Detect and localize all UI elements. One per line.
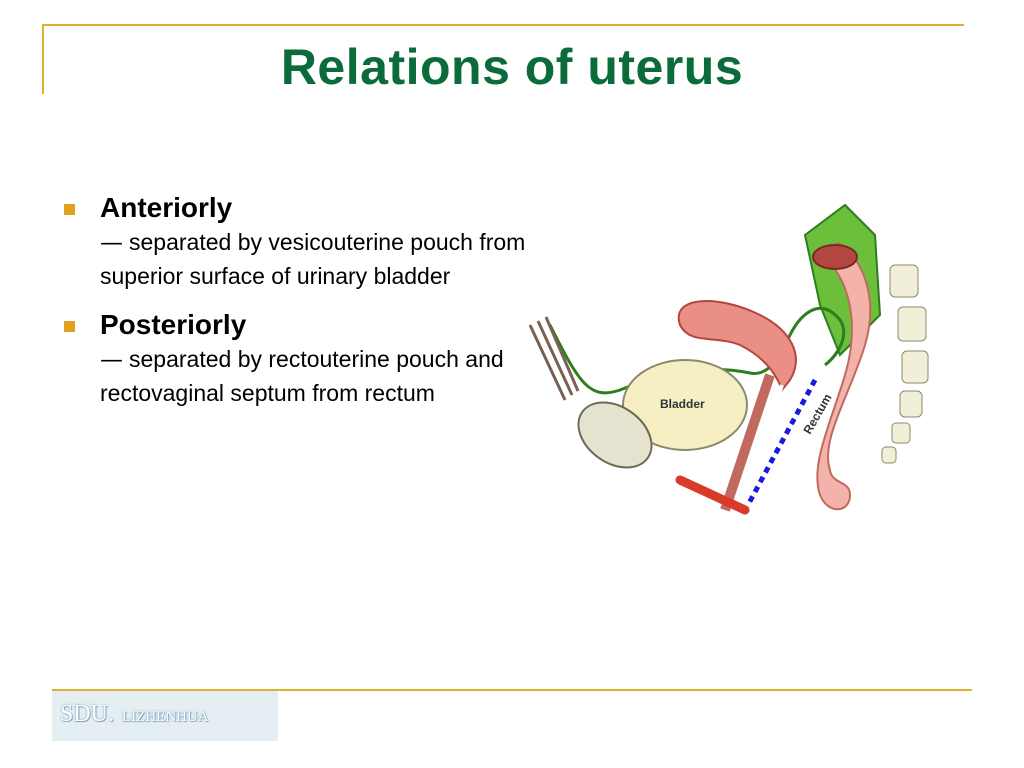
- bullet-heading: Posteriorly: [100, 309, 247, 340]
- vaginal-lumen: [736, 384, 784, 514]
- diagram-svg: Bladder Rectum: [528, 203, 929, 515]
- frame-left-rule: [42, 24, 44, 94]
- rectum-lumen: [812, 244, 858, 270]
- pelvic-sagittal-diagram: Bladder Rectum: [520, 195, 940, 545]
- bladder-label: Bladder: [660, 397, 705, 411]
- bullet-text: separated by rectouterine pouch and rect…: [100, 346, 504, 406]
- bullet-anteriorly: Anteriorly —separated by vesicouterine p…: [62, 190, 552, 293]
- uterus-shape: [677, 300, 797, 393]
- urethra-shape: [675, 475, 750, 515]
- rectovaginal-septum: [745, 378, 818, 507]
- footer-rule: [52, 689, 972, 691]
- bullet-heading: Anteriorly: [100, 192, 233, 223]
- bullet-list: Anteriorly —separated by vesicouterine p…: [62, 190, 552, 424]
- rectum-shape: [816, 241, 872, 511]
- dash-glyph: —: [100, 347, 123, 373]
- square-bullet-icon: [64, 204, 75, 215]
- bullet-body: —separated by vesicouterine pouch from s…: [100, 226, 552, 293]
- vaginal-canal: [720, 373, 775, 512]
- bullet-body: —separated by rectouterine pouch and rec…: [100, 343, 552, 410]
- frame-top-rule: [42, 24, 964, 26]
- footer-logo-box: SDU. LIZHENHUA: [52, 691, 278, 741]
- dash-glyph: —: [100, 230, 123, 256]
- abdominal-wall: [528, 316, 580, 401]
- square-bullet-icon: [64, 321, 75, 332]
- footer-logo: SDU. LIZHENHUA: [60, 701, 209, 728]
- logo-sub: LIZHENHUA: [122, 709, 209, 725]
- pubic-bone: [577, 401, 653, 469]
- logo-main: SDU.: [60, 701, 115, 727]
- slide-title: Relations of uterus: [280, 39, 744, 95]
- bullet-text: separated by vesicouterine pouch from su…: [100, 229, 526, 289]
- bullet-posteriorly: Posteriorly —separated by rectouterine p…: [62, 307, 552, 410]
- peritoneum-line: [548, 306, 846, 395]
- vertebrae: [881, 264, 929, 464]
- bladder-shape: [622, 359, 748, 451]
